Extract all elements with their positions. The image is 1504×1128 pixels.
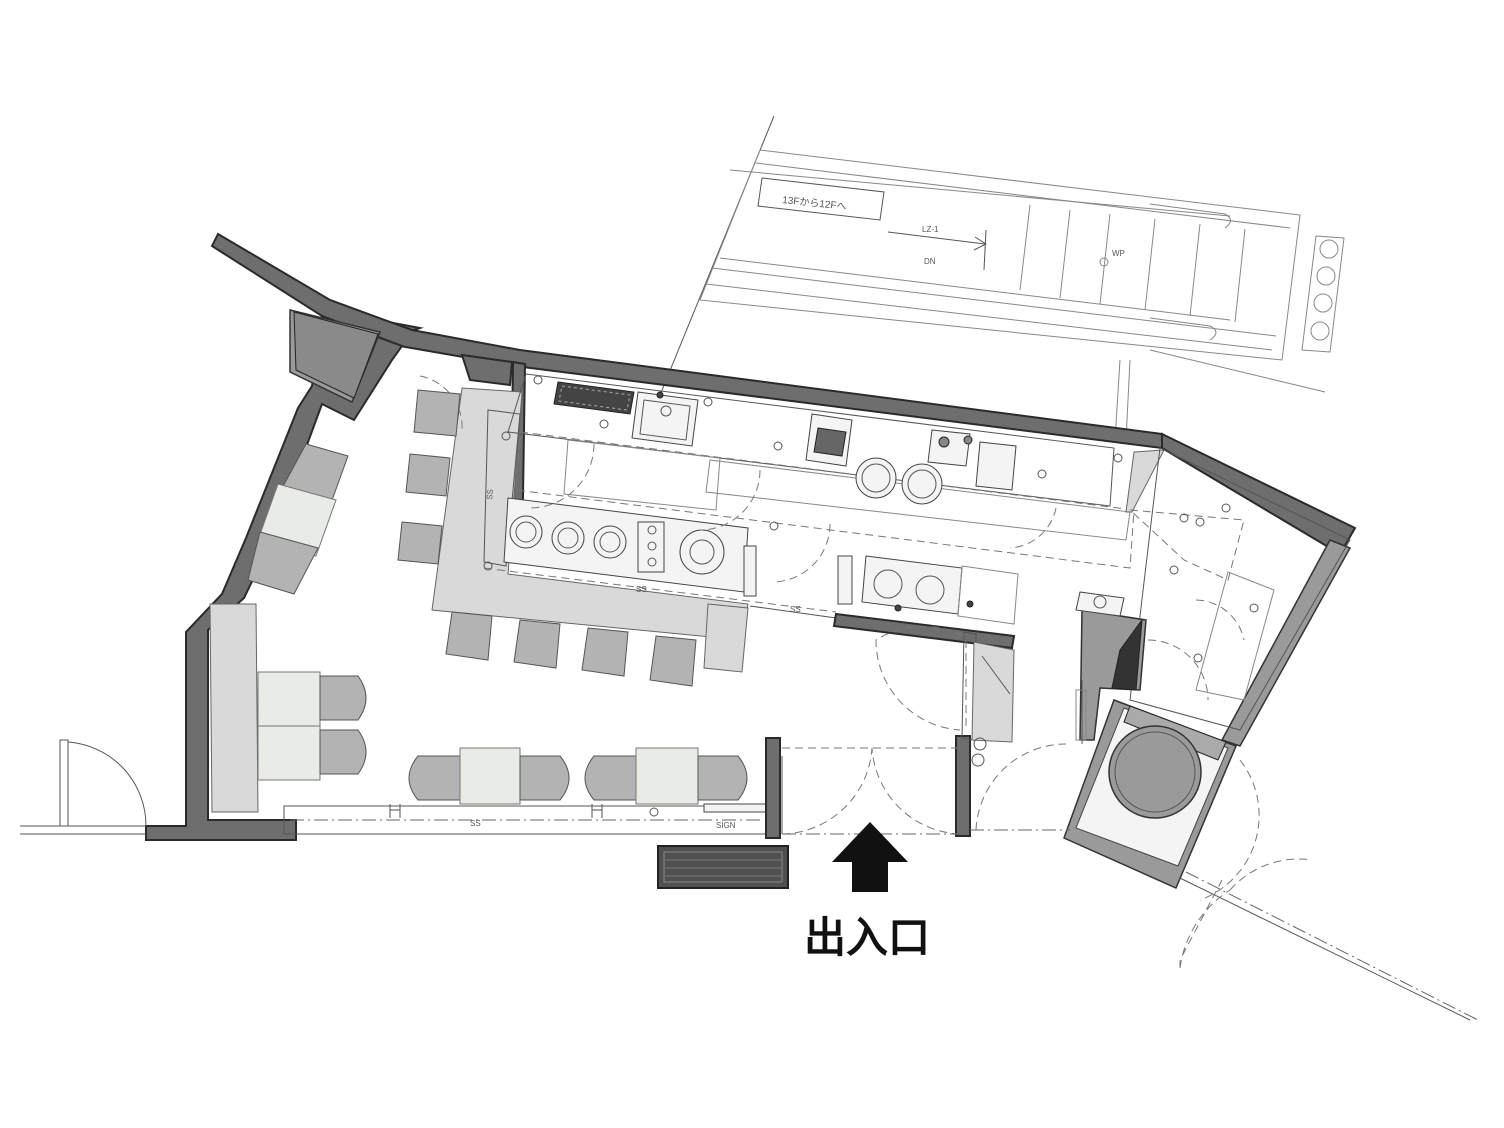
ss-left-label: SS bbox=[485, 489, 495, 501]
side-door-swing bbox=[875, 625, 965, 731]
counter-stools bbox=[397, 389, 697, 687]
ss-center-label: SS bbox=[636, 585, 647, 594]
sink bbox=[631, 391, 699, 447]
back-room bbox=[1063, 447, 1479, 1021]
exterior-walls bbox=[145, 232, 1357, 841]
storage-unit bbox=[1075, 591, 1147, 744]
front-wall: SS SIGN bbox=[283, 631, 1015, 839]
sign-label: SIGN bbox=[716, 821, 736, 830]
grill-vent bbox=[553, 381, 635, 415]
sign-box: 13Fから12Fへ bbox=[757, 177, 885, 221]
vent-circles bbox=[1301, 235, 1345, 353]
round-tank-unit bbox=[1063, 699, 1237, 889]
stair-code-label: LZ-1 bbox=[922, 225, 939, 234]
wall-outlets bbox=[483, 375, 1123, 571]
kitchen-door-swings bbox=[419, 375, 1057, 583]
entrance-mat bbox=[657, 845, 789, 889]
cooking-range bbox=[503, 497, 749, 593]
entrance-door[interactable] bbox=[781, 743, 1070, 835]
banquette-seating bbox=[209, 603, 367, 813]
staircase-area: 13Fから12Fへ LZ-1 DN WP bbox=[659, 115, 1345, 441]
gas-burners bbox=[861, 555, 1019, 625]
partition-lines bbox=[483, 545, 1016, 650]
wp-label: WP bbox=[1112, 249, 1125, 258]
stock-pots bbox=[855, 457, 943, 505]
front-tables bbox=[408, 747, 748, 805]
small-appliance bbox=[927, 429, 1017, 491]
kitchen: SS bbox=[419, 373, 1135, 673]
up-arrow-icon bbox=[832, 822, 908, 892]
entrance-label: 出入口 bbox=[804, 913, 930, 962]
window-table-group bbox=[247, 443, 349, 595]
appliance-rack bbox=[805, 413, 853, 467]
left-exterior-door[interactable] bbox=[20, 739, 147, 835]
ss-bottom-label: SS bbox=[470, 819, 481, 828]
ss-right-label: SS bbox=[790, 605, 801, 614]
stair-direction-label: DN bbox=[924, 257, 936, 266]
